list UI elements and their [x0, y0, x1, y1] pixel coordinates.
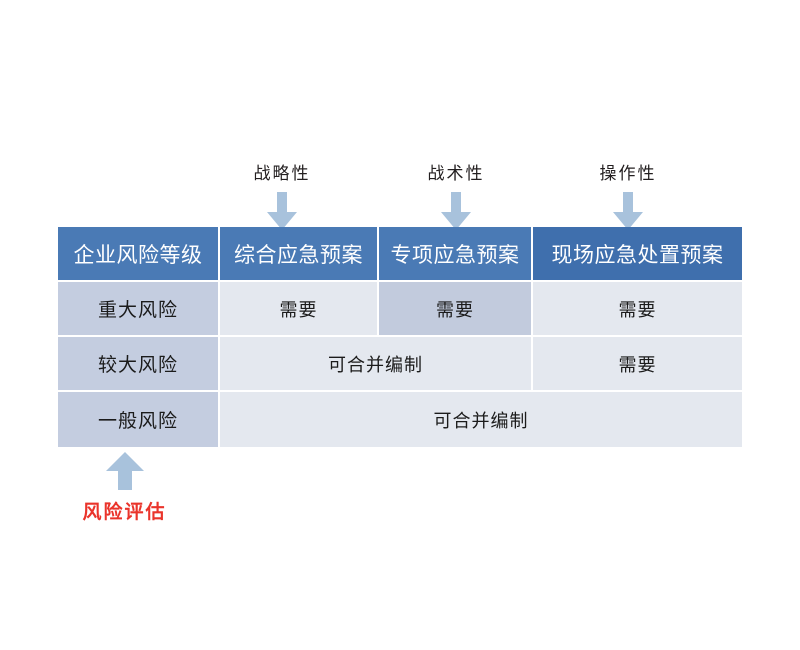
table-row: 较大风险 可合并编制 需要 — [58, 337, 742, 392]
row-label-general-risk: 一般风险 — [58, 392, 220, 447]
cell-major-special: 需要 — [379, 282, 533, 337]
table-header-row: 企业风险等级 综合应急预案 专项应急预案 现场应急处置预案 — [58, 227, 742, 282]
risk-plan-matrix-table: 企业风险等级 综合应急预案 专项应急预案 现场应急处置预案 重大风险 需要 需要… — [58, 227, 742, 447]
row-label-relatively-major-risk: 较大风险 — [58, 337, 220, 392]
table-row: 重大风险 需要 需要 需要 — [58, 282, 742, 337]
arrow-down-icon-operational — [568, 192, 688, 230]
column-header-special-plan: 专项应急预案 — [379, 227, 533, 282]
column-header-onsite-plan: 现场应急处置预案 — [533, 227, 742, 282]
annotation-strategic: 战略性 — [222, 166, 342, 230]
annotation-operational: 操作性 — [568, 166, 688, 230]
column-header-risk-level: 企业风险等级 — [58, 227, 220, 282]
annotation-strategic-label: 战略性 — [253, 164, 311, 184]
row-label-major-risk: 重大风险 — [58, 282, 220, 337]
cell-relmajor-merged: 可合并编制 — [220, 337, 533, 392]
cell-major-comprehensive: 需要 — [220, 282, 379, 337]
table-header: 企业风险等级 综合应急预案 专项应急预案 现场应急处置预案 — [58, 227, 742, 282]
annotation-tactical: 战术性 — [396, 166, 516, 230]
annotation-tactical-label: 战术性 — [427, 164, 485, 184]
table-row: 一般风险 可合并编制 — [58, 392, 742, 447]
cell-major-onsite: 需要 — [533, 282, 742, 337]
annotation-operational-label: 操作性 — [599, 164, 657, 184]
table-body: 重大风险 需要 需要 需要 较大风险 可合并编制 需要 一般风险 可合并编制 — [58, 282, 742, 447]
annotation-risk-assessment: 风险评估 — [62, 452, 187, 524]
cell-relmajor-onsite: 需要 — [533, 337, 742, 392]
column-header-comprehensive-plan: 综合应急预案 — [220, 227, 379, 282]
cell-general-merged: 可合并编制 — [220, 392, 742, 447]
arrow-down-icon-strategic — [222, 192, 342, 230]
arrow-down-icon-tactical — [396, 192, 516, 230]
annotation-risk-assessment-label: 风险评估 — [82, 501, 167, 523]
arrow-up-icon-risk-assessment — [62, 452, 187, 490]
